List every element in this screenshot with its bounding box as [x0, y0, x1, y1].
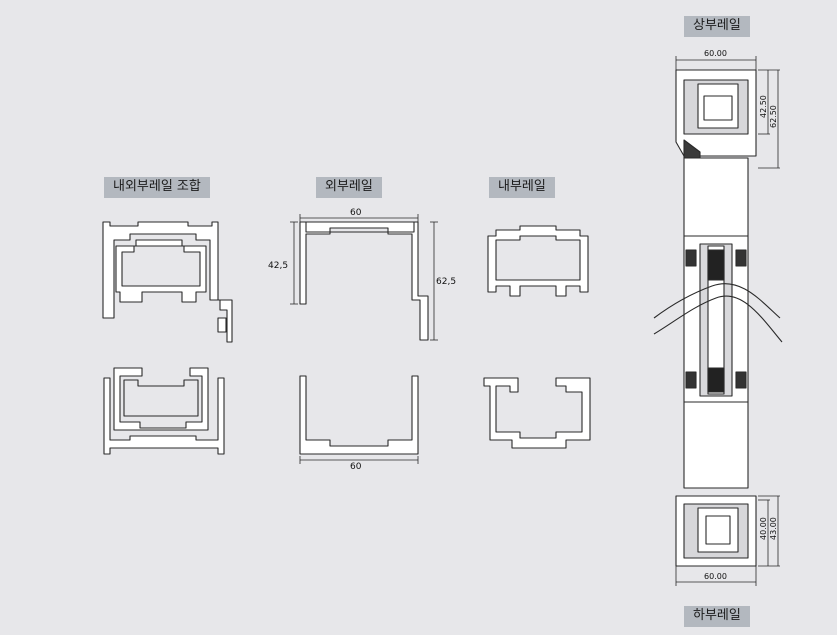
dim-top-width: 60.00 — [704, 49, 727, 58]
dim-outer-height-right: 62,5 — [436, 277, 456, 287]
outer-rail-bottom-profile — [299, 375, 419, 455]
dim-bottom-h1: 40.00 — [759, 517, 768, 540]
dim-bottom-h2: 43.00 — [769, 517, 778, 540]
inner-rail-bottom-profile — [483, 377, 591, 449]
label-bottom-rail: 하부레일 — [684, 606, 750, 627]
label-outer-rail: 외부레일 — [316, 177, 382, 198]
vertical-section-drawing — [653, 69, 783, 567]
label-inner-rail: 내부레일 — [489, 177, 555, 198]
combo-rail-bottom-profile — [103, 367, 225, 455]
label-top-rail: 상부레일 — [684, 16, 750, 37]
dim-outer-width-top: 60 — [350, 208, 362, 218]
inner-rail-top-profile — [487, 225, 589, 297]
outer-rail-top-profile — [299, 221, 429, 341]
dim-top-h2: 62.50 — [769, 105, 778, 128]
label-combo: 내외부레일 조합 — [104, 177, 210, 198]
dim-top-h1: 42.50 — [759, 95, 768, 118]
dim-outer-width-bottom: 60 — [350, 462, 362, 472]
dim-bottom-width: 60.00 — [704, 572, 727, 581]
dim-outer-height-left: 42,5 — [268, 261, 288, 271]
combo-rail-top-profile — [102, 221, 233, 343]
